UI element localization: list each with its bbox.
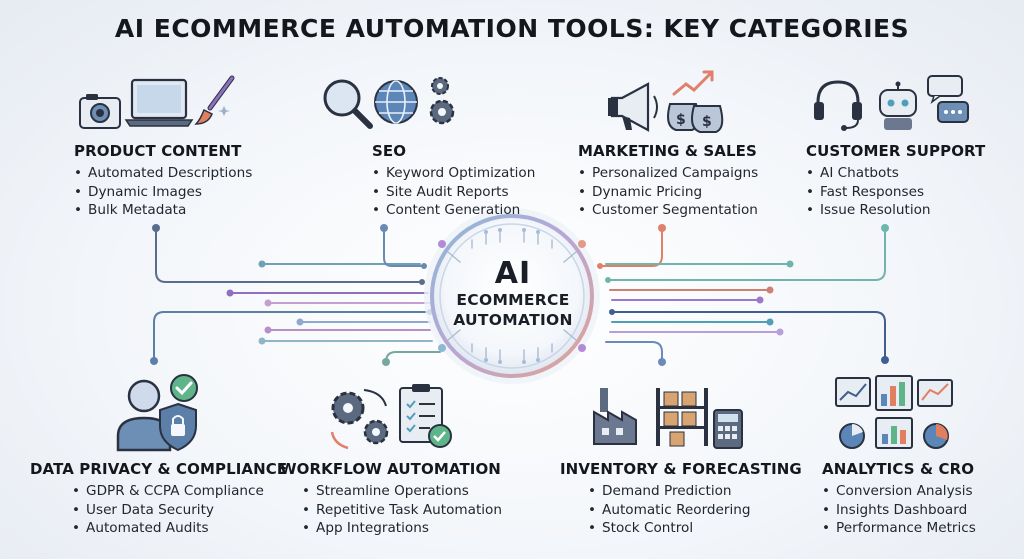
category-title: INVENTORY & FORECASTING bbox=[560, 460, 802, 478]
paintbrush-icon bbox=[194, 75, 235, 125]
connector-marketing bbox=[599, 227, 663, 267]
connector-lines bbox=[153, 227, 886, 363]
megaphone-icon bbox=[608, 82, 658, 132]
category-workflow-automation: WORKFLOW AUTOMATION Streamline Operation… bbox=[280, 460, 502, 538]
list-item: Dynamic Images bbox=[74, 183, 252, 202]
connector-data-privacy bbox=[153, 311, 431, 362]
category-title: MARKETING & SALES bbox=[578, 142, 757, 160]
category-seo: SEO Keyword Optimization Site Audit Repo… bbox=[372, 142, 535, 220]
hub-label: AI ECOMMERCE AUTOMATION bbox=[438, 258, 588, 330]
list-item: Automated Descriptions bbox=[74, 164, 252, 183]
shelves-icon bbox=[656, 388, 708, 447]
shield-lock-icon bbox=[159, 402, 197, 452]
camera-icon bbox=[79, 94, 121, 129]
laptop-icon bbox=[124, 78, 194, 127]
list-item: Personalized Campaigns bbox=[578, 164, 758, 183]
connector-product-content bbox=[155, 227, 423, 283]
hub-label-line3: AUTOMATION bbox=[453, 311, 573, 329]
list-item: Performance Metrics bbox=[822, 519, 976, 538]
money-bags-icon: $ $ bbox=[667, 103, 724, 133]
list-item: Repetitive Task Automation bbox=[302, 501, 502, 520]
list-item: GDPR & CCPA Compliance bbox=[72, 482, 287, 501]
list-item: Automated Audits bbox=[72, 519, 287, 538]
category-marketing-sales: MARKETING & SALES Personalized Campaigns… bbox=[578, 142, 758, 220]
category-title: PRODUCT CONTENT bbox=[74, 142, 242, 160]
factory-icon bbox=[593, 388, 637, 445]
category-inventory-forecasting: INVENTORY & FORECASTING Demand Predictio… bbox=[560, 460, 802, 538]
trend-arrow-icon bbox=[672, 70, 714, 96]
list-item: Site Audit Reports bbox=[372, 183, 535, 202]
hub-label-line1: AI bbox=[494, 256, 532, 291]
connector-analytics bbox=[611, 311, 886, 361]
list-item: Demand Prediction bbox=[588, 482, 802, 501]
page-title: AI ECOMMERCE AUTOMATION TOOLS: KEY CATEG… bbox=[114, 14, 910, 43]
gears-icon bbox=[429, 77, 455, 125]
magnifier-icon bbox=[323, 79, 373, 129]
list-item: Streamline Operations bbox=[302, 482, 502, 501]
list-item: Automatic Reordering bbox=[588, 501, 802, 520]
list-item: Content Generation bbox=[372, 201, 535, 220]
checklist-icon bbox=[399, 384, 452, 448]
list-item: App Integrations bbox=[302, 519, 502, 538]
robot-icon bbox=[879, 81, 917, 130]
category-product-content: PRODUCT CONTENT Automated Descriptions D… bbox=[74, 142, 252, 220]
list-item: Bulk Metadata bbox=[74, 201, 252, 220]
list-item: Insights Dashboard bbox=[822, 501, 976, 520]
category-title: WORKFLOW AUTOMATION bbox=[280, 460, 501, 478]
chat-bubbles-icon bbox=[927, 75, 969, 123]
connector-dots bbox=[150, 224, 889, 366]
dashboard-charts-icon bbox=[835, 375, 953, 449]
svg-text:$: $ bbox=[676, 112, 686, 128]
category-title: DATA PRIVACY & COMPLIANCE bbox=[30, 460, 288, 478]
central-hub bbox=[424, 208, 600, 384]
list-item: AI Chatbots bbox=[806, 164, 985, 183]
list-item: Stock Control bbox=[588, 519, 802, 538]
hub-label-line2: ECOMMERCE bbox=[456, 291, 570, 309]
list-item: Issue Resolution bbox=[806, 201, 985, 220]
list-item: User Data Security bbox=[72, 501, 287, 520]
connector-inventory bbox=[605, 341, 663, 363]
category-data-privacy: DATA PRIVACY & COMPLIANCE GDPR & CCPA Co… bbox=[30, 460, 287, 538]
connector-seo bbox=[383, 227, 425, 267]
connector-workflow bbox=[385, 351, 441, 363]
category-title: ANALYTICS & CRO bbox=[822, 460, 975, 478]
list-item: Conversion Analysis bbox=[822, 482, 976, 501]
category-customer-support: CUSTOMER SUPPORT AI Chatbots Fast Respon… bbox=[806, 142, 985, 220]
svg-text:$: $ bbox=[702, 114, 712, 130]
category-title: SEO bbox=[372, 142, 407, 160]
category-analytics-cro: ANALYTICS & CRO Conversion Analysis Insi… bbox=[822, 460, 976, 538]
check-badge-icon bbox=[170, 374, 198, 402]
headset-icon bbox=[814, 80, 862, 131]
connector-customer-support bbox=[607, 227, 886, 281]
list-item: Customer Segmentation bbox=[578, 201, 758, 220]
category-title: CUSTOMER SUPPORT bbox=[806, 142, 986, 160]
user-icon bbox=[116, 379, 172, 452]
list-item: Dynamic Pricing bbox=[578, 183, 758, 202]
list-item: Keyword Optimization bbox=[372, 164, 535, 183]
gears-cycle-icon bbox=[330, 389, 389, 450]
list-item: Fast Responses bbox=[806, 183, 985, 202]
calculator-icon bbox=[713, 409, 743, 449]
globe-icon bbox=[374, 80, 418, 124]
